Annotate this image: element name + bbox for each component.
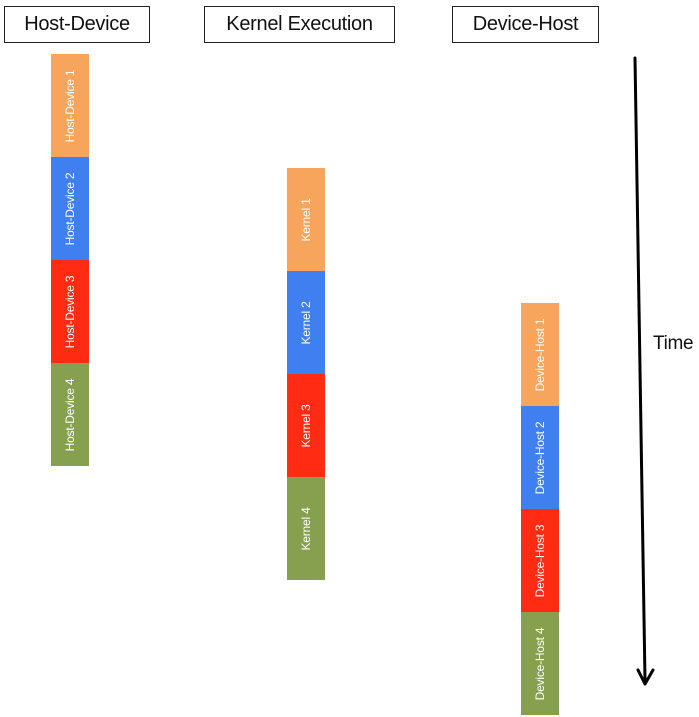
host-device-block-3: Host-Device 3	[51, 260, 89, 363]
host-device-block-4: Host-Device 4	[51, 363, 89, 466]
host-device-block-label: Host-Device 3	[63, 275, 77, 348]
kernel-block-4: Kernel 4	[287, 477, 325, 580]
device-host-column: Device-Host 1 Device-Host 2 Device-Host 3 D…	[521, 303, 559, 715]
device-host-block-label: Device-Host 1	[533, 318, 547, 391]
header-kernel-execution: Kernel Execution	[204, 6, 395, 43]
device-host-block-1: Device-Host 1	[521, 303, 559, 406]
time-arrow-icon	[633, 56, 655, 686]
kernel-block-1: Kernel 1	[287, 168, 325, 271]
host-device-column: Host-Device 1 Host-Device 2 Host-Device 3 H…	[51, 54, 89, 466]
device-host-block-2: Device-Host 2	[521, 406, 559, 509]
time-label: Time	[653, 333, 694, 354]
device-host-block-label: Device-Host 2	[533, 421, 547, 494]
kernel-block-label: Kernel 1	[299, 197, 313, 242]
host-device-block-label: Host-Device 4	[63, 378, 77, 451]
host-device-block-label: Host-Device 2	[63, 172, 77, 245]
host-device-block-label: Host-Device 1	[63, 69, 77, 142]
header-device-host: Device-Host	[452, 6, 599, 43]
host-device-block-2: Host-Device 2	[51, 157, 89, 260]
time-arrow-shaft	[633, 56, 647, 682]
kernel-block-label: Kernel 3	[299, 403, 313, 448]
kernel-block-3: Kernel 3	[287, 374, 325, 477]
device-host-block-3: Device-Host 3	[521, 509, 559, 612]
kernel-block-label: Kernel 4	[299, 506, 313, 551]
kernel-block-2: Kernel 2	[287, 271, 325, 374]
device-host-block-label: Device-Host 3	[533, 524, 547, 597]
header-host-device: Host-Device	[4, 6, 150, 43]
kernel-block-label: Kernel 2	[299, 300, 313, 345]
header-kernel-execution-label: Kernel Execution	[226, 13, 373, 35]
header-device-host-label: Device-Host	[472, 13, 579, 35]
time-arrow-head	[636, 668, 655, 686]
host-device-block-1: Host-Device 1	[51, 54, 89, 157]
device-host-block-4: Device-Host 4	[521, 612, 559, 715]
header-host-device-label: Host-Device	[24, 13, 130, 35]
device-host-block-label: Device-Host 4	[533, 627, 547, 700]
kernel-column: Kernel 1 Kernel 2 Kernel 3 Kernel 4	[287, 168, 325, 580]
